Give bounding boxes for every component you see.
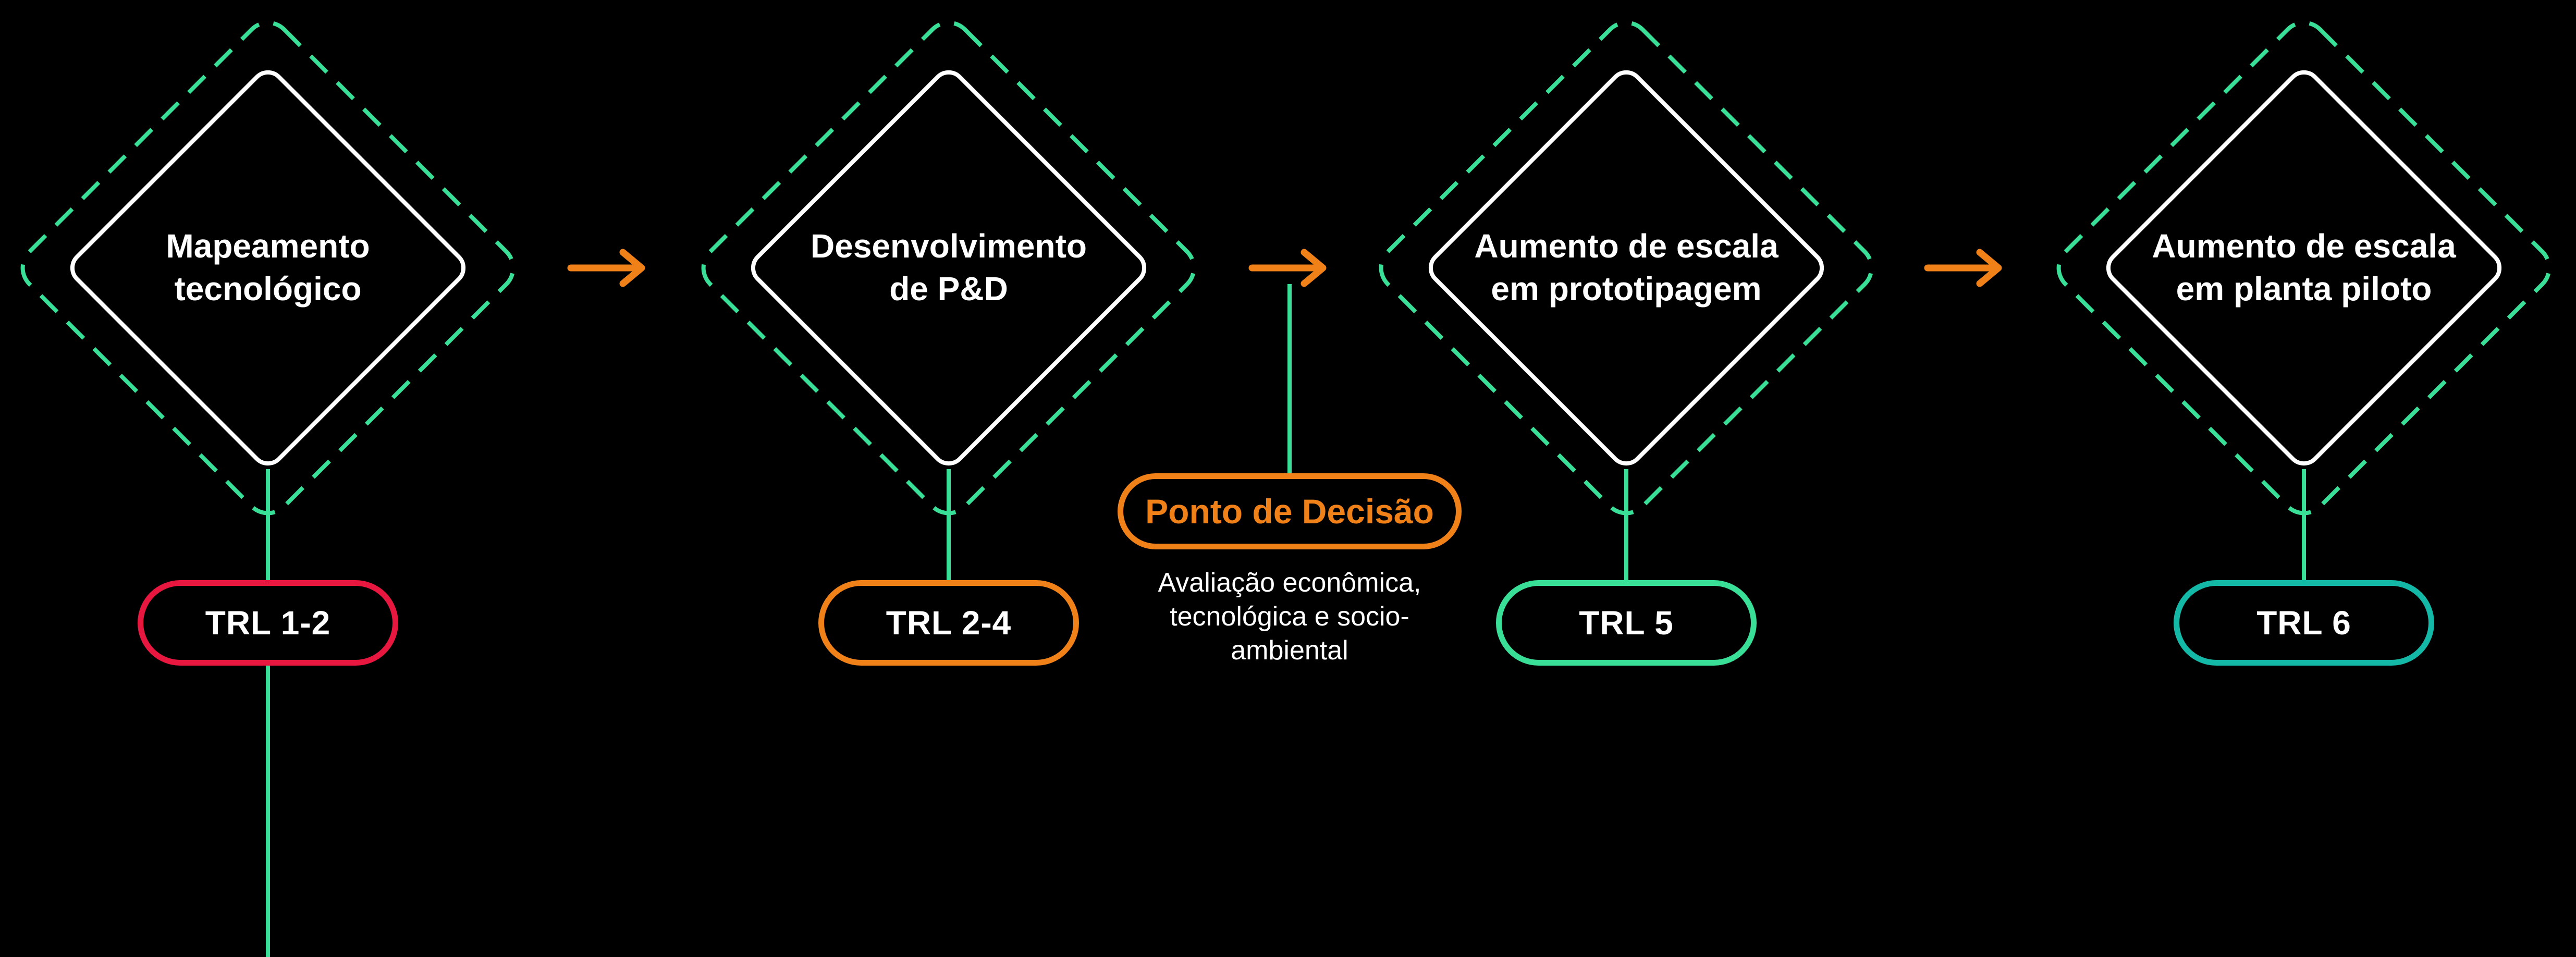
- stage-4: Aumento de escala em planta piloto: [2043, 7, 2565, 529]
- trl-badge-3-label: TRL 5: [1579, 604, 1674, 642]
- dashed-diamond-outline: [1379, 20, 1874, 516]
- stage-1-title: Mapeamento tecnológico: [166, 227, 370, 308]
- stage-2-title: Desenvolvimento de P&D: [811, 227, 1087, 308]
- trl-badge-2-label: TRL 2-4: [886, 604, 1012, 642]
- stage-1-connector-line: [266, 469, 270, 957]
- trl-badge-3: TRL 5: [1496, 580, 1757, 666]
- stage-2: Desenvolvimento de P&D: [688, 7, 1209, 529]
- arrow-right-icon-2: [1248, 249, 1327, 287]
- arrow-right-icon-1: [567, 249, 645, 287]
- stage-3-connector-line: [1624, 469, 1628, 580]
- diamond-shape-4: [2056, 20, 2552, 516]
- decision-connector-line: [1287, 284, 1292, 473]
- solid-diamond-outline: [1428, 70, 1824, 466]
- trl-badge-1-label: TRL 1-2: [205, 604, 331, 642]
- stage-2-connector-line: [947, 469, 951, 580]
- trl-badge-1: TRL 1-2: [138, 580, 398, 666]
- stage-1: Mapeamento tecnológico: [7, 7, 529, 529]
- decision-point-description: Avaliação econômica, tecnológica e socio…: [1158, 568, 1421, 666]
- diamond-shape-2: [701, 20, 1196, 516]
- dashed-diamond-outline: [20, 20, 516, 516]
- trl-badge-4: TRL 6: [2174, 580, 2434, 666]
- arrow-right-icon-3: [1924, 249, 2002, 287]
- dashed-diamond-outline: [701, 20, 1196, 516]
- stage-3: Aumento de escala em prototipagem: [1366, 7, 1887, 529]
- solid-diamond-outline: [2106, 70, 2502, 466]
- solid-diamond-outline: [70, 70, 466, 466]
- trl-badge-2: TRL 2-4: [818, 580, 1079, 666]
- solid-diamond-outline: [751, 70, 1147, 466]
- trl-badge-4-label: TRL 6: [2256, 604, 2351, 642]
- diamond-shape-3: [1379, 20, 1874, 516]
- decision-point-pill: Ponto de Decisão: [1118, 473, 1462, 549]
- diamond-shape-1: [20, 20, 516, 516]
- stage-4-title: Aumento de escala em planta piloto: [2152, 227, 2456, 308]
- dashed-diamond-outline: [2056, 20, 2552, 516]
- decision-point-label: Ponto de Decisão: [1145, 492, 1434, 531]
- stage-3-title: Aumento de escala em prototipagem: [1474, 227, 1778, 308]
- stage-4-connector-line: [2302, 469, 2306, 580]
